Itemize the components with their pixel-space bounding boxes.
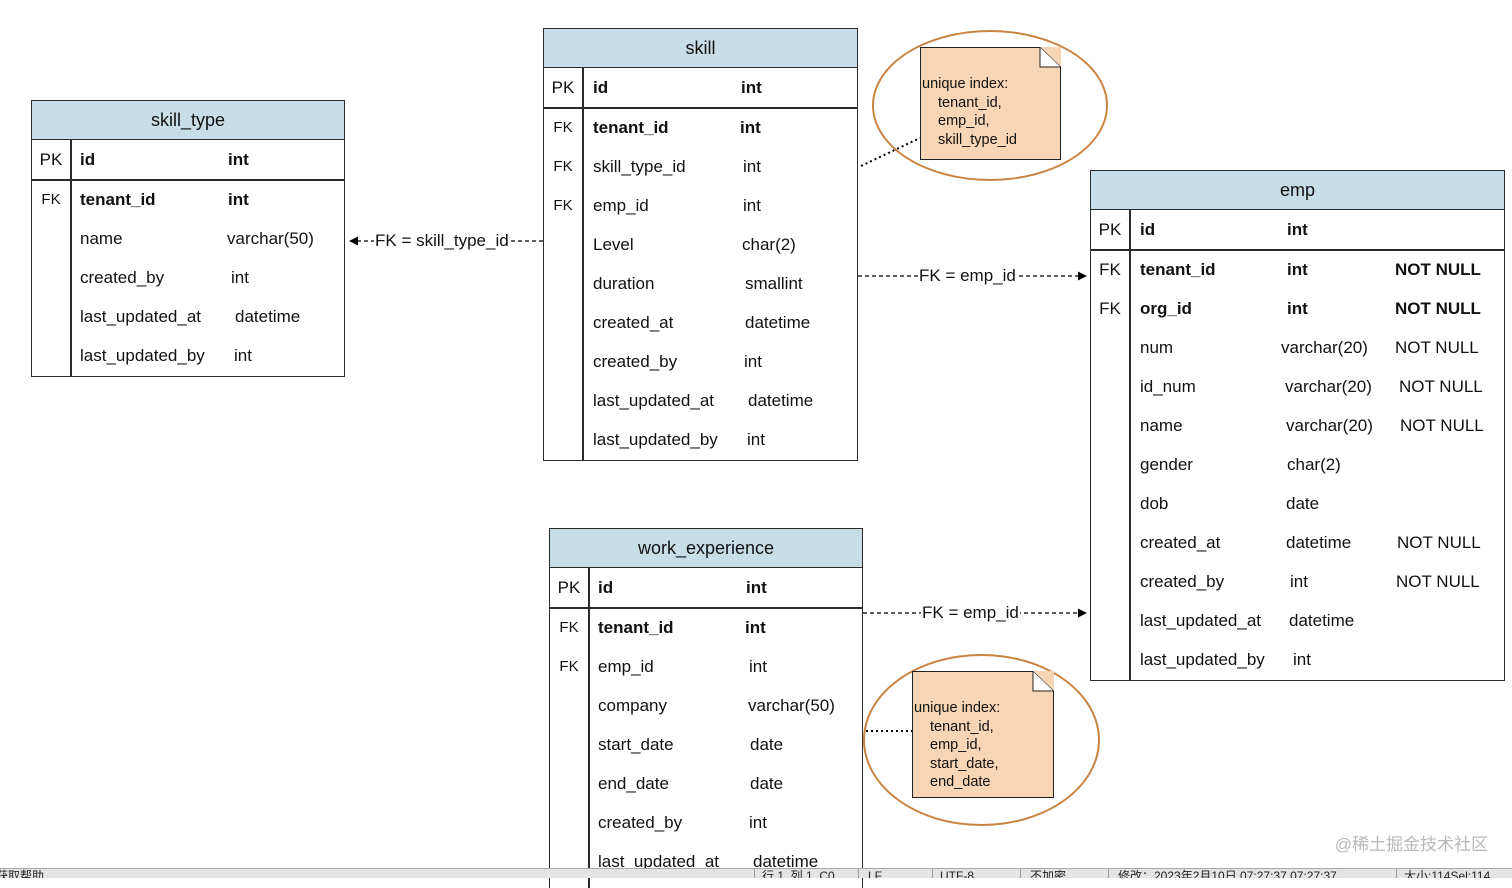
- table-row: dob date: [1140, 494, 1320, 513]
- note-item: tenant_id,: [930, 718, 994, 735]
- table-row: company varchar(50): [598, 696, 835, 715]
- table-title: skill_type: [32, 101, 344, 140]
- table-row: duration smallint: [593, 274, 803, 293]
- table-row: end_date date: [598, 774, 784, 793]
- note-item: start_date,: [930, 755, 999, 772]
- table-work-experience[interactable]: work_experience PK id int FK tenant_id i…: [549, 528, 863, 888]
- table-title: skill: [544, 29, 857, 68]
- note-highlight-ring: [863, 654, 1100, 826]
- note-item: skill_type_id: [938, 131, 1017, 148]
- table-row: id_num varchar(20) NOT NULL: [1140, 377, 1483, 396]
- table-row: created_by int NOT NULL: [1140, 572, 1480, 591]
- status-help[interactable]: 获取帮助: [0, 869, 45, 878]
- note-shape: [920, 47, 1061, 160]
- note-shape: [912, 671, 1054, 798]
- table-row: created_at datetime: [593, 313, 811, 332]
- note-item: emp_id,: [938, 113, 990, 129]
- table-row: FK tenant_id int: [559, 618, 766, 637]
- note-work-unique-index[interactable]: unique index: tenant_id, emp_id, start_d…: [912, 671, 1054, 798]
- connector-label-work-emp-id: FK = emp_id: [921, 603, 1020, 623]
- note-item: end_date: [930, 774, 991, 790]
- table-skill[interactable]: skill PK id int FK tenant_id int FK skil…: [543, 28, 858, 461]
- pk-row: PK id int: [39, 150, 249, 169]
- table-row: last_updated_by int: [593, 430, 765, 449]
- table-row: FK tenant_id int NOT NULL: [1099, 260, 1481, 279]
- table-row: Level char(2): [593, 235, 796, 254]
- table-row: FK emp_id int: [559, 657, 767, 676]
- note-item: emp_id,: [930, 737, 982, 753]
- table-row: num varchar(20) NOT NULL: [1140, 338, 1479, 357]
- table-emp[interactable]: emp PK id int FK tenant_id int NOT NULL …: [1090, 170, 1505, 681]
- table-row: created_by int: [598, 813, 767, 832]
- table-row: last_updated_at datetime: [1140, 611, 1355, 630]
- pk-row: PK id int: [551, 78, 762, 97]
- table-row: created_by int: [593, 352, 762, 371]
- status-size: 大小:114Sel:114: [1404, 869, 1491, 878]
- table-row: last_updated_by int: [1140, 650, 1311, 669]
- table-row: FK tenant_id int: [41, 190, 249, 209]
- pk-row: PK id int: [1098, 220, 1308, 239]
- link-skill-note: [860, 137, 921, 167]
- note-highlight-ring: [872, 30, 1108, 181]
- pk-row: PK id int: [557, 578, 767, 597]
- connector-label-skill-type-id: FK = skill_type_id: [374, 231, 510, 251]
- table-title: work_experience: [550, 529, 862, 568]
- status-modified: 修改：2023年2月10日 07:27:37 07:27:37: [1118, 869, 1337, 878]
- table-row: name varchar(50): [80, 229, 314, 248]
- table-row: FK tenant_id int: [553, 118, 761, 137]
- table-row: FK skill_type_id int: [553, 157, 761, 176]
- note-item: tenant_id,: [938, 94, 1002, 111]
- table-row: last_updated_at datetime: [80, 307, 301, 326]
- table-row: FK emp_id int: [553, 196, 761, 215]
- connector-label-emp-id: FK = emp_id: [918, 266, 1017, 286]
- status-bar: 获取帮助 行 1, 列 1, C0 LF UTF-8 不加密 修改：2023年2…: [0, 868, 1512, 878]
- table-row: FK org_id int NOT NULL: [1099, 299, 1481, 318]
- status-encoding[interactable]: UTF-8: [940, 869, 974, 878]
- table-row: last_updated_at datetime: [598, 852, 819, 871]
- status-encryption[interactable]: 不加密: [1030, 869, 1067, 878]
- table-row: created_by int: [80, 268, 249, 287]
- table-row: last_updated_at datetime: [593, 391, 814, 410]
- table-row: start_date date: [598, 735, 784, 754]
- table-title: emp: [1091, 171, 1504, 210]
- note-skill-unique-index[interactable]: unique index: tenant_id, emp_id, skill_t…: [920, 47, 1061, 160]
- status-position: 行 1, 列 1, C0: [762, 869, 835, 878]
- status-line-ending[interactable]: LF: [868, 869, 883, 878]
- table-row: created_at datetime NOT NULL: [1140, 533, 1481, 552]
- table-row: gender char(2): [1140, 455, 1341, 474]
- table-row: name varchar(20) NOT NULL: [1140, 416, 1484, 435]
- table-row: last_updated_by int: [80, 346, 252, 365]
- watermark: @稀土掘金技术社区: [1334, 835, 1488, 854]
- note-heading: unique index:: [922, 76, 1009, 92]
- table-skill-type[interactable]: skill_type PK id int FK tenant_id int na…: [31, 100, 345, 377]
- note-heading: unique index:: [914, 700, 1001, 716]
